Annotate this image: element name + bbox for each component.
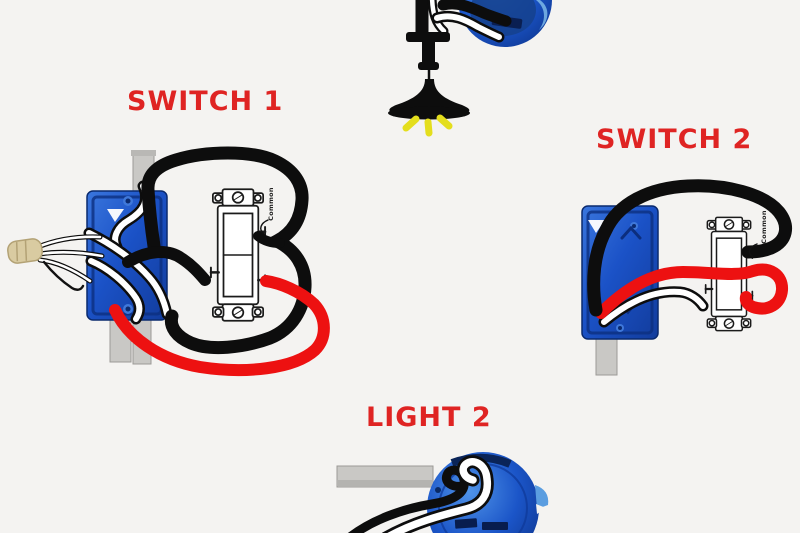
light1-wire-black xyxy=(437,0,512,27)
switch2-wire-black xyxy=(587,179,793,317)
switch1-wire-black-to-screw xyxy=(122,246,211,286)
switch2-wire-red xyxy=(595,263,788,319)
switch2-conduit-bottom xyxy=(595,337,618,376)
light-rays-icon xyxy=(402,114,453,137)
switch1-wire-black-main xyxy=(141,146,312,355)
light1-wire-white xyxy=(434,13,502,40)
wire-nut-icon xyxy=(7,234,105,291)
light2-assembly xyxy=(336,452,549,533)
pendant-lamp-icon xyxy=(388,32,470,120)
switch1-common-pointer xyxy=(260,219,269,235)
switch1-conduit-top-cap xyxy=(131,150,156,156)
switch2-common-pointer xyxy=(748,243,758,258)
light2-label: LIGHT 2 xyxy=(366,402,492,433)
switch1-common-label: Common xyxy=(267,187,275,221)
switch2-assembly xyxy=(581,179,793,376)
switch1-wire-black-common-stub xyxy=(253,231,285,248)
switch1-label: SWITCH 1 xyxy=(127,86,284,117)
switch1-device-icon xyxy=(209,187,267,323)
switch2-wire-white xyxy=(601,288,706,325)
light2-wire-white xyxy=(387,457,492,533)
light2-conduit-shadow xyxy=(337,480,433,486)
switch1-wire-red xyxy=(109,275,330,376)
switch2-label: SWITCH 2 xyxy=(596,124,753,155)
switch1-assembly xyxy=(7,146,330,376)
switch2-common-label: Common xyxy=(760,210,768,244)
light1-assembly xyxy=(388,0,552,137)
